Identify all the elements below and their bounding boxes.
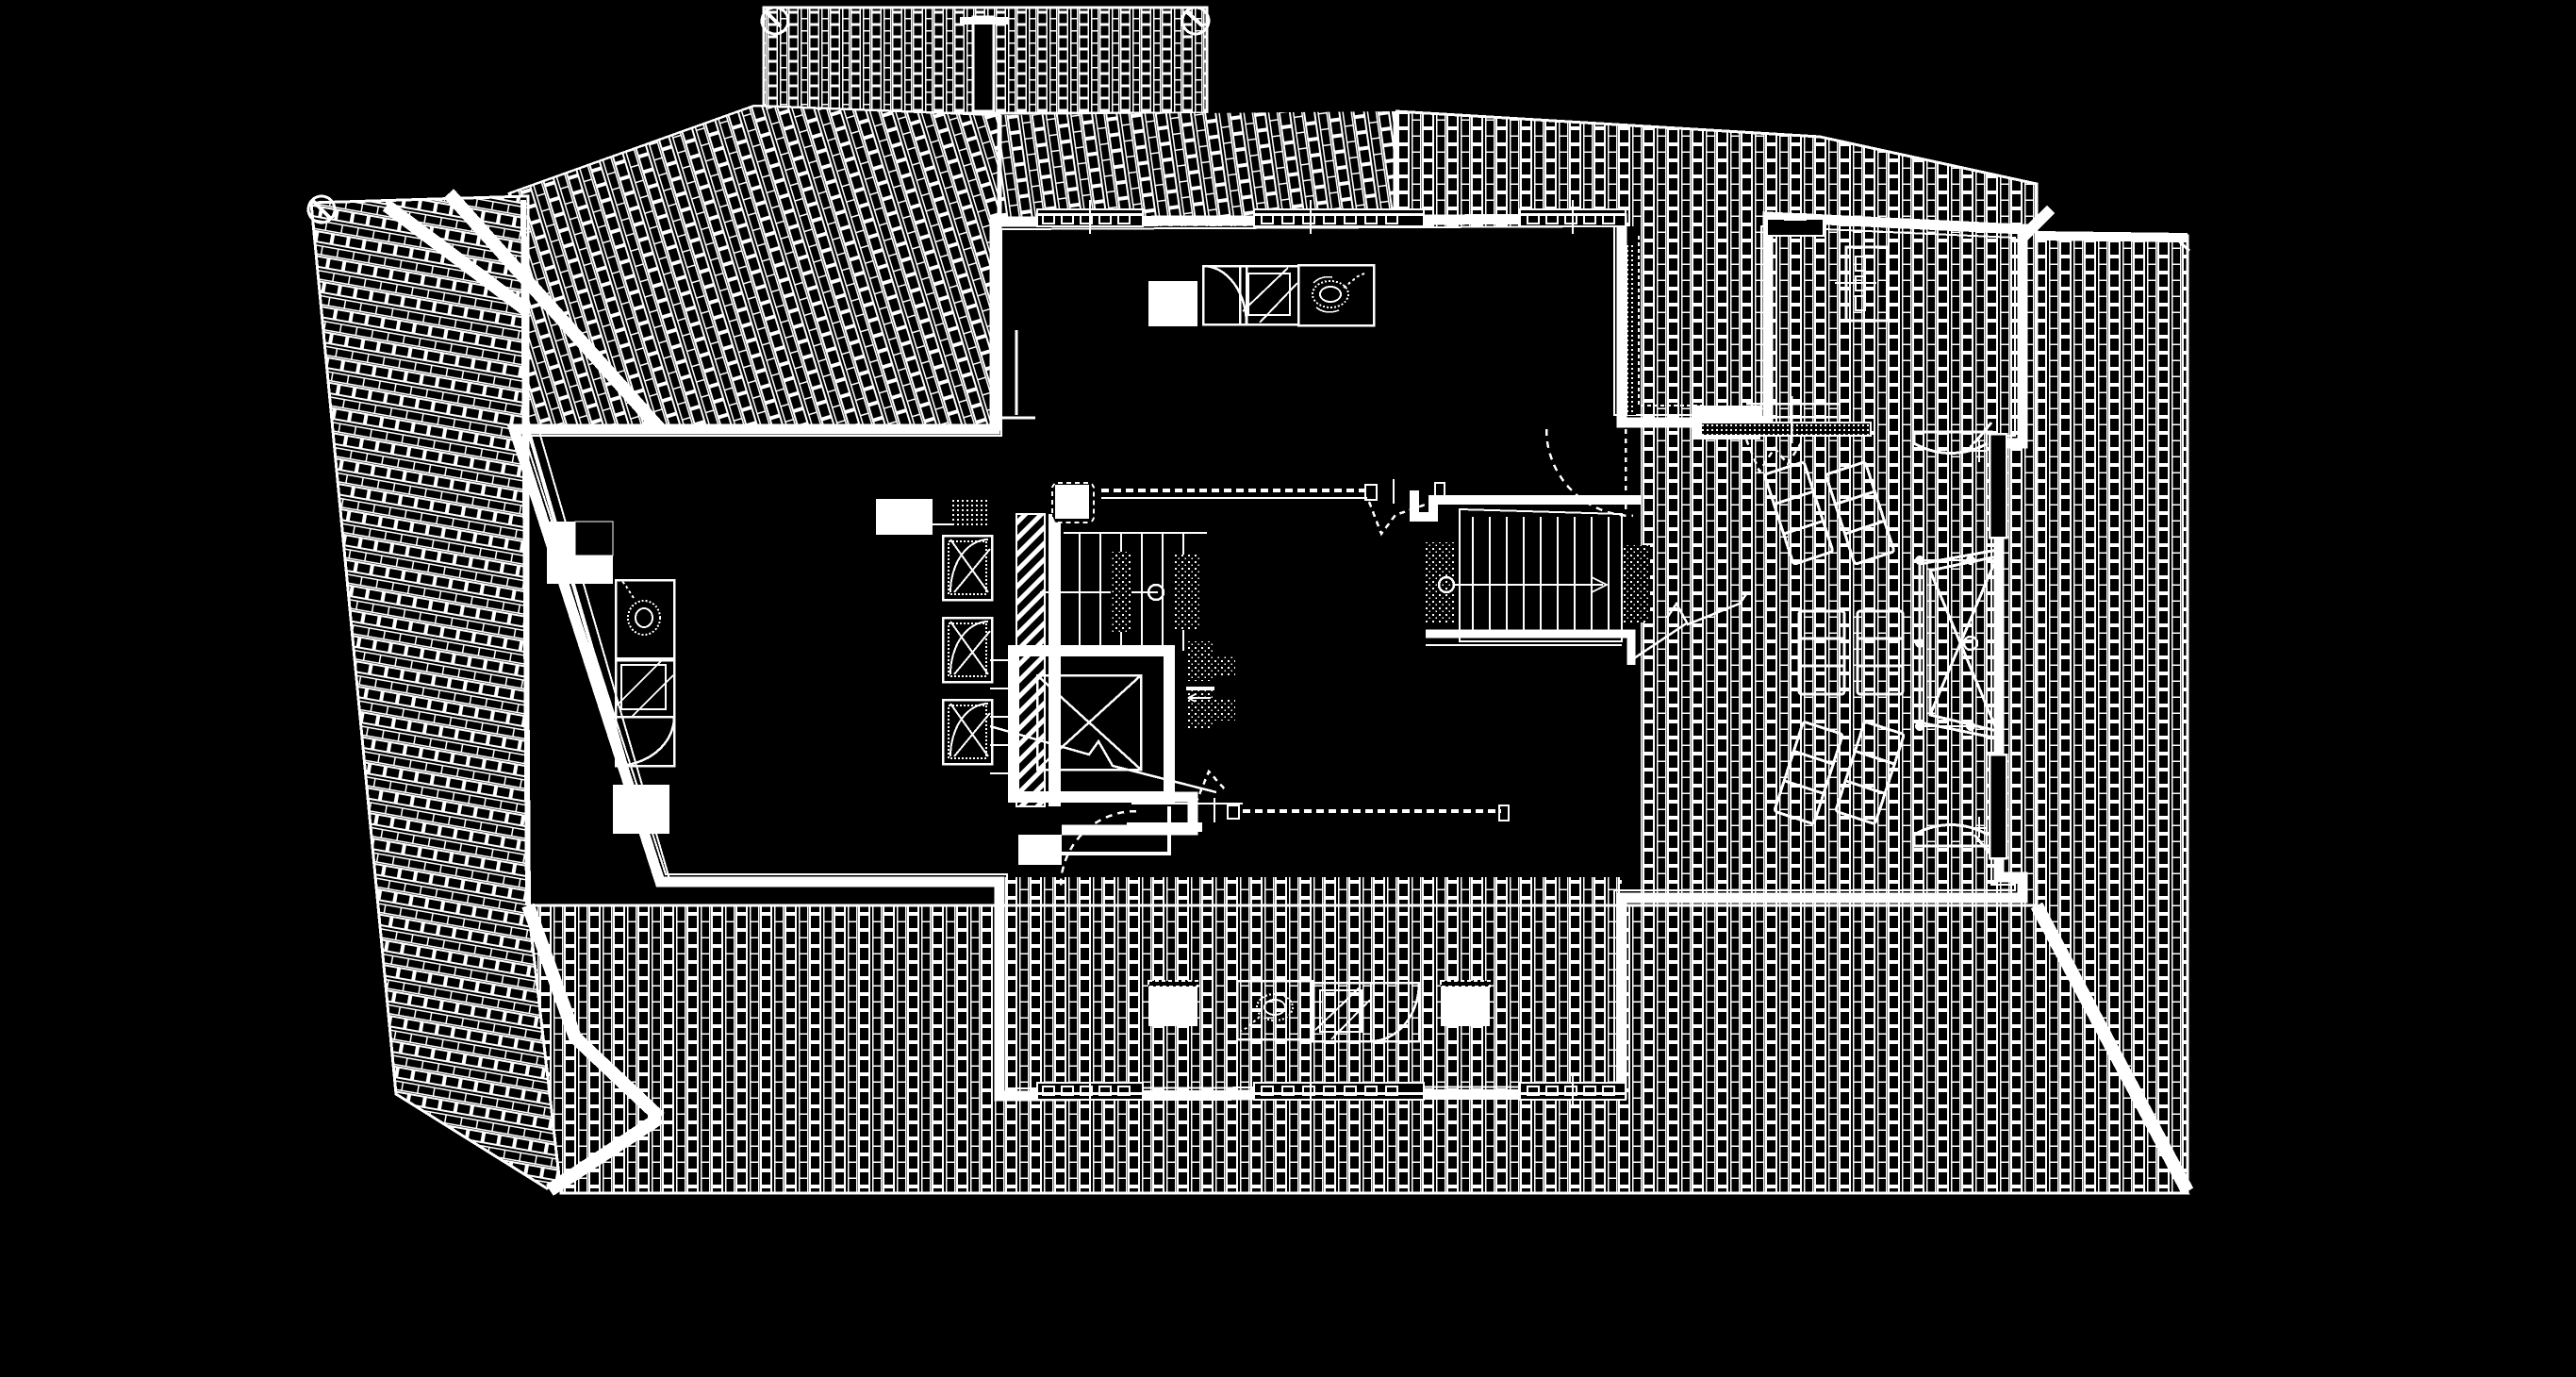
finial-ball-north-west xyxy=(306,194,337,224)
stair-east xyxy=(1410,428,1748,665)
window-south-3[interactable] xyxy=(1519,1075,1627,1107)
window-west-3[interactable] xyxy=(941,698,994,766)
dormer-chimney xyxy=(971,15,996,113)
door-swing-south-center xyxy=(1059,809,1137,888)
window-west-1[interactable] xyxy=(941,534,994,602)
hatched-wall-west xyxy=(1016,514,1045,806)
bathtub-west xyxy=(614,715,676,768)
seating-unit-6[interactable] xyxy=(1835,721,1906,825)
window-east-1[interactable] xyxy=(1988,432,2008,539)
window-east-2[interactable] xyxy=(1988,753,2008,860)
bathroom-south-cabinet-2 xyxy=(1148,981,1197,1026)
radiator-3 xyxy=(1186,641,1214,681)
south-core-detail xyxy=(1018,806,1171,865)
window-north-1[interactable] xyxy=(1036,200,1144,234)
radiator-4 xyxy=(1214,655,1235,676)
radiator-1 xyxy=(1111,552,1131,632)
window-north-2[interactable] xyxy=(1253,200,1425,234)
radiator-8 xyxy=(1624,545,1650,622)
bathroom-north xyxy=(1148,263,1376,327)
window-south-2[interactable] xyxy=(1253,1075,1425,1107)
bathtub-south xyxy=(1369,981,1421,1043)
windows-north xyxy=(1036,200,1627,234)
radiator-5 xyxy=(1186,688,1214,728)
window-north-3[interactable] xyxy=(1519,200,1627,234)
sloped-ceiling-dash xyxy=(1744,439,1803,474)
ridge-dormer xyxy=(760,6,1211,115)
west-terrace xyxy=(526,428,670,883)
stair-west-lower-treads xyxy=(990,659,1016,774)
west-structure xyxy=(876,499,988,535)
roof-plane-south xyxy=(526,877,2190,1195)
building-footprint xyxy=(506,200,2028,1107)
break-line-symbol-east xyxy=(1665,593,1748,626)
elevator-shaft xyxy=(1008,645,1175,803)
north-room-details xyxy=(999,245,1636,420)
seating-unit-1[interactable] xyxy=(1763,460,1834,566)
east-room-furniture xyxy=(1763,422,2008,860)
wash-basin-north xyxy=(1296,263,1376,327)
windows-south xyxy=(1036,1075,1627,1107)
radiator-2 xyxy=(1174,555,1200,630)
ceiling-dash-south xyxy=(1059,769,1510,888)
radiator-group-center xyxy=(1111,552,1235,728)
shower-tray-south xyxy=(1311,981,1373,1043)
door-swing-north-east xyxy=(1544,428,1634,518)
seating-unit-3[interactable] xyxy=(1797,609,1846,696)
radiator-6 xyxy=(1214,700,1235,721)
exterior-wall-inner-line xyxy=(522,224,2016,1090)
window-west-2[interactable] xyxy=(941,616,994,684)
bathroom-south xyxy=(1148,979,1491,1043)
break-line-symbol xyxy=(989,724,1217,794)
core-wall-south xyxy=(1062,791,1202,836)
plumbing-stack xyxy=(1835,245,1890,323)
shower-tray-west xyxy=(614,656,676,719)
table-crossed xyxy=(1915,547,2005,741)
north-east-room xyxy=(1638,213,1890,474)
axis-dots xyxy=(1147,575,1979,652)
window-south-1[interactable] xyxy=(1036,1075,1144,1107)
central-core xyxy=(941,479,1510,888)
finial-ball-dormer-right xyxy=(1181,6,1211,36)
windows-west xyxy=(941,534,994,766)
finial-ball-dormer-left xyxy=(760,6,790,36)
seating-unit-5[interactable] xyxy=(1774,721,1844,825)
seating-unit-4[interactable] xyxy=(1856,609,1905,696)
bathroom-north-cabinet xyxy=(1148,281,1197,326)
bathroom-west xyxy=(614,578,676,768)
bathroom-south-cabinet xyxy=(1441,981,1490,1026)
wash-basin-west-box xyxy=(614,578,676,662)
seating-unit-2[interactable] xyxy=(1825,460,1895,566)
